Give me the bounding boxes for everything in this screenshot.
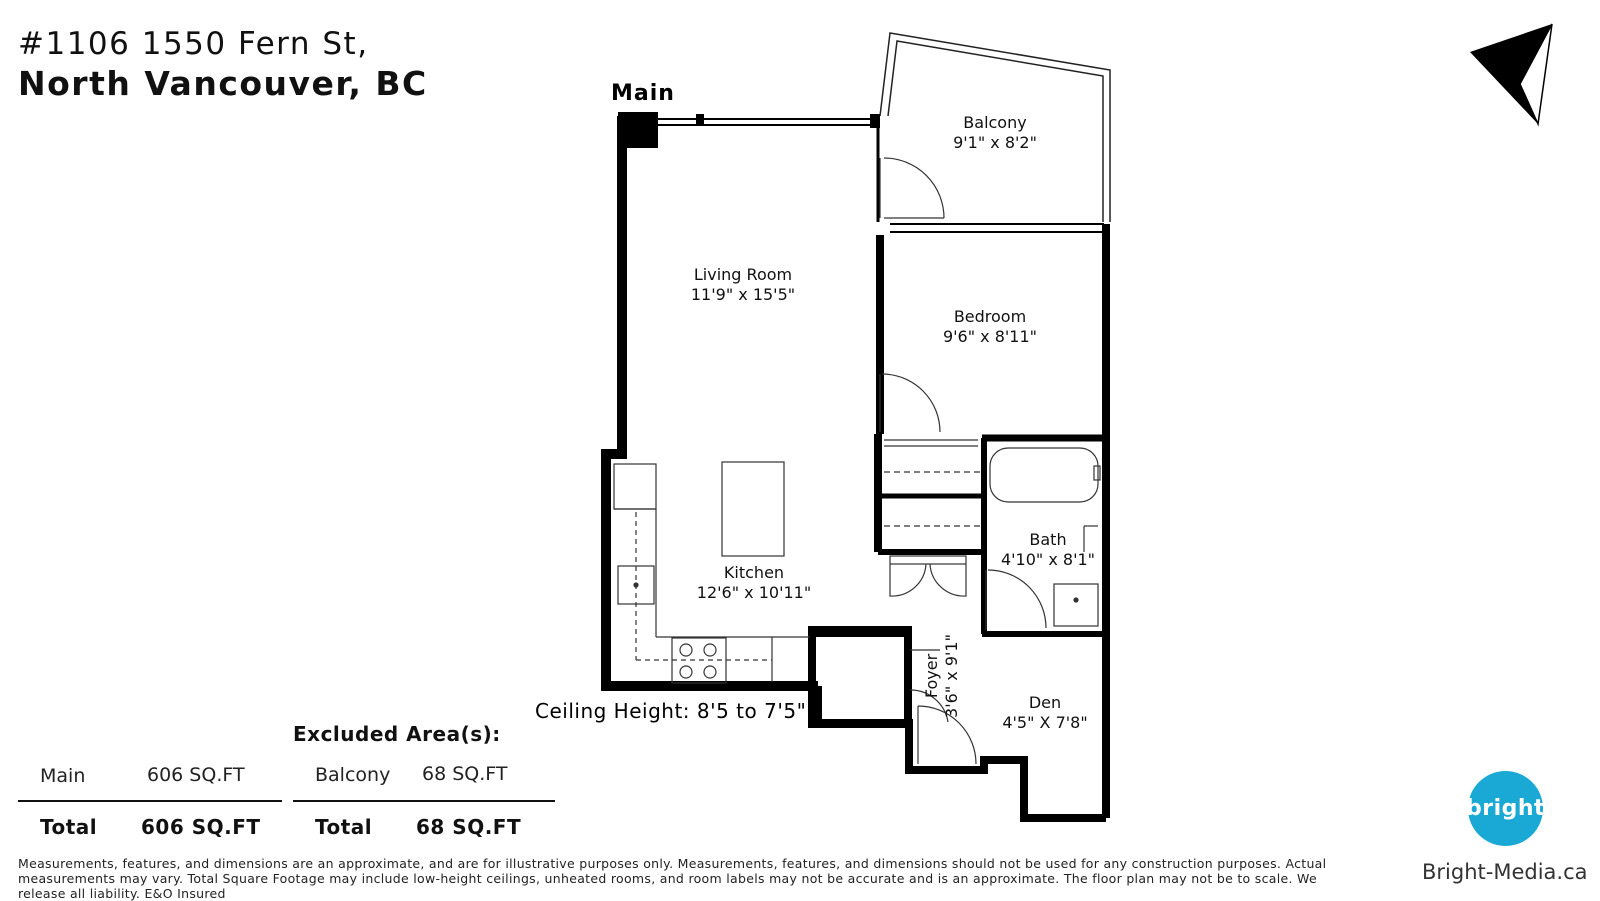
- room-den-name: Den: [1029, 693, 1061, 712]
- disclaimer: Measurements, features, and dimensions a…: [18, 856, 1327, 901]
- level-label: Main: [611, 81, 675, 106]
- ceiling-height: Ceiling Height: 8'5 to 7'5": [535, 699, 806, 723]
- kitchen-counters: [613, 461, 810, 684]
- room-bath-name: Bath: [1029, 530, 1066, 549]
- room-balcony-name: Balcony: [963, 113, 1026, 132]
- bath-fixtures: [989, 447, 1101, 627]
- doors: [879, 157, 1047, 765]
- room-living-dims: 11'9" x 15'5": [691, 285, 795, 304]
- excluded-areas-title: Excluded Area(s):: [293, 722, 501, 746]
- north-arrow-icon: N: [1470, 23, 1553, 127]
- excluded-total-label: Total: [315, 815, 373, 839]
- balcony-area-value: 68 SQ.FT: [422, 763, 508, 785]
- room-balcony-dims: 9'1" x 8'2": [953, 133, 1037, 152]
- main-area-rule: [18, 800, 282, 802]
- room-den-dims: 4'5" X 7'8": [1002, 713, 1087, 732]
- address-line-1: #1106 1550 Fern St,: [18, 26, 369, 62]
- room-living-name: Living Room: [694, 265, 792, 284]
- room-labels: Balcony 9'1" x 8'2" Living Room 11'9" x …: [691, 113, 1095, 732]
- main-area-value: 606 SQ.FT: [147, 764, 245, 786]
- room-foyer-dims: 3'6" x 9'1": [942, 634, 961, 718]
- address-line-2: North Vancouver, BC: [18, 64, 428, 103]
- brand-logo: bright: [1466, 771, 1545, 846]
- room-bedroom-name: Bedroom: [954, 307, 1026, 326]
- excluded-total-value: 68 SQ.FT: [416, 815, 522, 839]
- room-foyer-name: Foyer: [922, 653, 941, 698]
- walls: [601, 112, 1110, 822]
- balcony-outline: [879, 32, 1111, 222]
- room-kitchen-dims: 12'6" x 10'11": [697, 583, 811, 602]
- room-kitchen-name: Kitchen: [724, 563, 784, 582]
- excluded-area-rule: [293, 800, 555, 802]
- brand-url: Bright-Media.ca: [1422, 860, 1588, 884]
- room-bath-dims: 4'10" x 8'1": [1001, 550, 1095, 569]
- main-total-value: 606 SQ.FT: [141, 815, 261, 839]
- main-area-label: Main: [40, 765, 86, 787]
- closets: [884, 439, 980, 527]
- room-bedroom-dims: 9'6" x 8'11": [943, 327, 1037, 346]
- balcony-area-label: Balcony: [315, 764, 391, 786]
- main-total-label: Total: [40, 815, 98, 839]
